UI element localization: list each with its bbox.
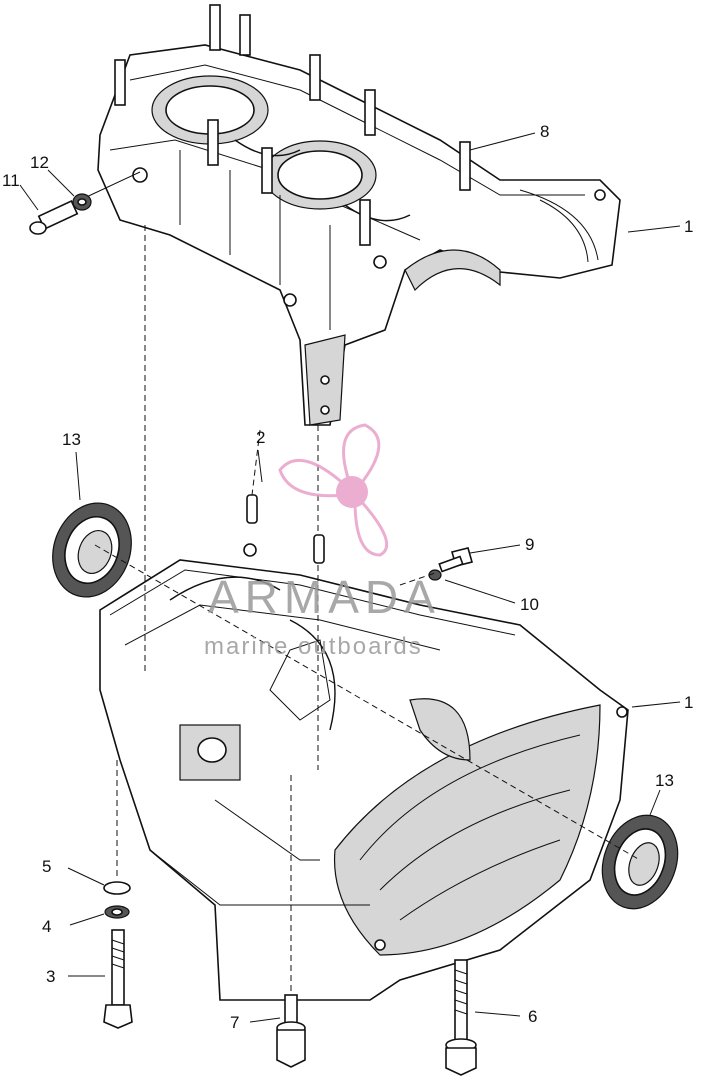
callout-8: 8 xyxy=(540,122,549,141)
callout-4: 4 xyxy=(42,917,51,936)
sensor-assembly xyxy=(29,171,141,235)
callout-10: 10 xyxy=(520,595,539,614)
alignment-lines xyxy=(94,225,641,995)
bolt-left xyxy=(103,881,133,1029)
callout-11: 11 xyxy=(2,171,20,190)
callout-6: 6 xyxy=(528,1007,537,1026)
callout-1-lower: 1 xyxy=(684,693,693,712)
oil-seal-left xyxy=(52,502,132,598)
lower-crankcase xyxy=(99,543,629,1001)
callout-1-upper: 1 xyxy=(684,217,693,236)
callout-3: 3 xyxy=(46,967,55,986)
callout-5: 5 xyxy=(42,857,51,876)
callout-12: 12 xyxy=(30,153,49,172)
callout-7: 7 xyxy=(230,1013,239,1032)
watermark: ARMADA marine outboards xyxy=(204,423,441,660)
callout-13-left: 13 xyxy=(62,430,81,449)
watermark-tagline: marine outboards xyxy=(204,633,423,660)
callout-2: 2 xyxy=(256,428,265,447)
callout-labels: 1 1 2 3 4 5 6 7 8 9 10 11 12 13 13 xyxy=(2,122,693,1032)
dowel-pins xyxy=(246,494,325,564)
callout-13-right: 13 xyxy=(655,771,674,790)
oil-seal-right xyxy=(601,814,679,910)
bolt-center xyxy=(276,994,306,1068)
leader-lines xyxy=(19,132,681,1023)
upper-crankcase xyxy=(97,4,621,426)
propeller-logo-icon xyxy=(278,423,389,557)
watermark-brand: ARMADA xyxy=(208,571,441,623)
bolt-right xyxy=(445,959,477,1076)
callout-9: 9 xyxy=(525,535,534,554)
